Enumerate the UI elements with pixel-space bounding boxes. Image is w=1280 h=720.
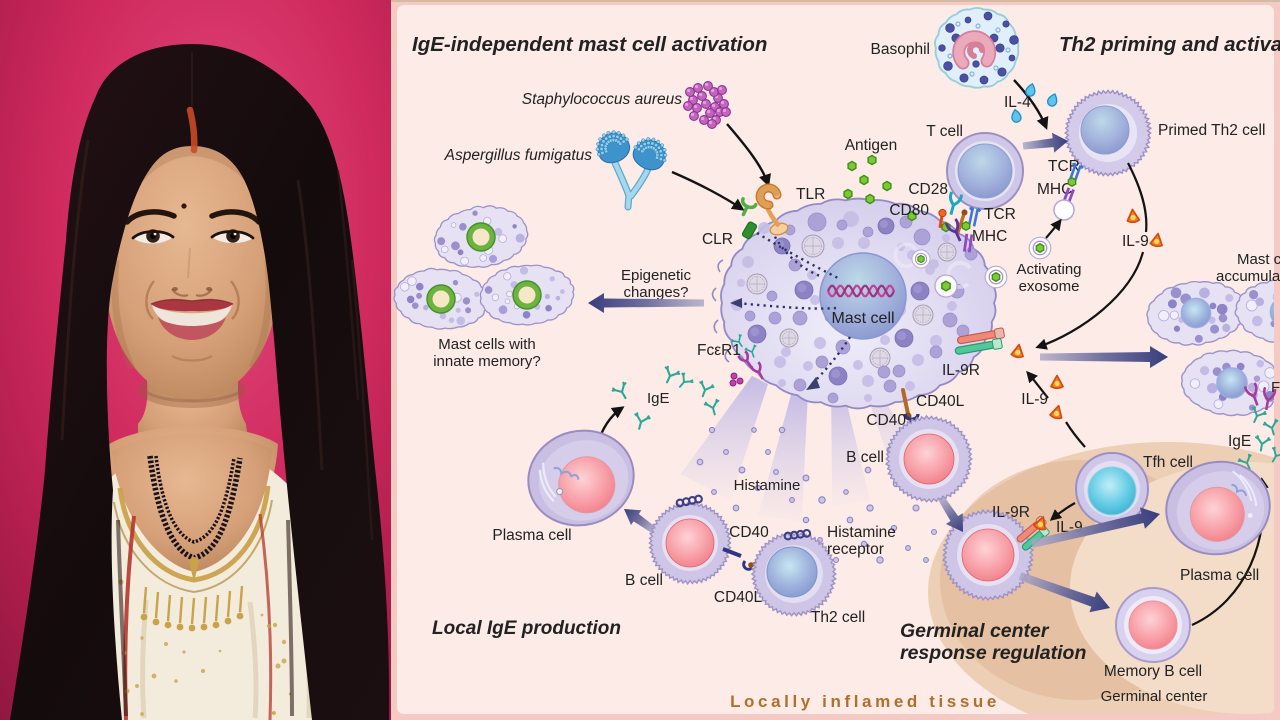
svg-text:CD40L: CD40L: [714, 589, 763, 606]
svg-text:IL-4: IL-4: [1004, 94, 1031, 111]
svg-text:FcεR1: FcεR1: [697, 342, 741, 359]
svg-text:MHC: MHC: [1037, 181, 1072, 198]
svg-text:innate memory?: innate memory?: [433, 353, 541, 370]
svg-text:exosome: exosome: [1019, 278, 1080, 295]
svg-text:receptor: receptor: [827, 541, 884, 558]
svg-text:Local IgE production: Local IgE production: [432, 618, 621, 639]
svg-text:response regulation: response regulation: [900, 642, 1086, 664]
svg-text:Mast cell: Mast cell: [831, 310, 894, 327]
svg-text:Plasma cell: Plasma cell: [492, 527, 571, 544]
svg-text:CD40: CD40: [866, 412, 906, 429]
svg-text:Activating: Activating: [1016, 261, 1081, 278]
svg-text:Germinal center: Germinal center: [1101, 688, 1208, 705]
svg-text:Epigenetic: Epigenetic: [621, 267, 692, 284]
svg-text:IgE: IgE: [647, 390, 670, 407]
svg-text:IL-9R: IL-9R: [942, 362, 980, 379]
svg-text:Germinal center: Germinal center: [900, 620, 1050, 642]
svg-text:IL-9: IL-9: [1122, 233, 1149, 250]
svg-text:TCR: TCR: [1048, 158, 1080, 175]
svg-text:TCR: TCR: [984, 206, 1016, 223]
svg-text:Mast cell: Mast cell: [1237, 251, 1280, 268]
svg-text:F: F: [1271, 379, 1280, 396]
svg-text:Th2 cell: Th2 cell: [811, 609, 865, 626]
svg-text:IL-9: IL-9: [1021, 391, 1048, 408]
svg-text:Basophil: Basophil: [871, 41, 930, 58]
svg-text:Aspergillus fumigatus: Aspergillus fumigatus: [444, 147, 593, 164]
svg-text:changes?: changes?: [623, 284, 688, 301]
svg-text:Th2 priming and activation: Th2 priming and activation: [1059, 33, 1280, 56]
svg-text:Primed Th2 cell: Primed Th2 cell: [1158, 122, 1265, 139]
svg-text:CLR: CLR: [702, 231, 733, 248]
svg-text:Plasma cell: Plasma cell: [1180, 567, 1259, 584]
svg-text:Histamine: Histamine: [827, 524, 896, 541]
svg-text:Mast cells with: Mast cells with: [438, 336, 536, 353]
svg-text:B cell: B cell: [846, 449, 884, 466]
svg-text:Staphylococcus aureus: Staphylococcus aureus: [522, 91, 683, 108]
svg-text:T cell: T cell: [926, 123, 963, 140]
svg-text:B cell: B cell: [625, 572, 663, 589]
svg-text:Histamine: Histamine: [734, 477, 801, 494]
svg-text:TLR: TLR: [796, 186, 825, 203]
svg-text:CD40L: CD40L: [916, 393, 965, 410]
svg-text:Antigen: Antigen: [845, 137, 898, 154]
svg-text:CD28: CD28: [908, 181, 948, 198]
svg-text:IgE: IgE: [1228, 433, 1251, 450]
svg-text:Tfh cell: Tfh cell: [1143, 454, 1193, 471]
svg-text:Memory B cell: Memory B cell: [1104, 663, 1202, 680]
svg-text:MHC: MHC: [972, 228, 1007, 245]
svg-text:IL-9R: IL-9R: [992, 504, 1030, 521]
svg-text:accumulation: accumulation: [1216, 268, 1280, 285]
svg-text:CD80: CD80: [889, 202, 929, 219]
svg-text:CD40: CD40: [729, 524, 769, 541]
svg-text:IgE-independent mast cell acti: IgE-independent mast cell activation: [412, 33, 767, 56]
svg-text:Locally inflamed tissue: Locally inflamed tissue: [730, 692, 1000, 711]
